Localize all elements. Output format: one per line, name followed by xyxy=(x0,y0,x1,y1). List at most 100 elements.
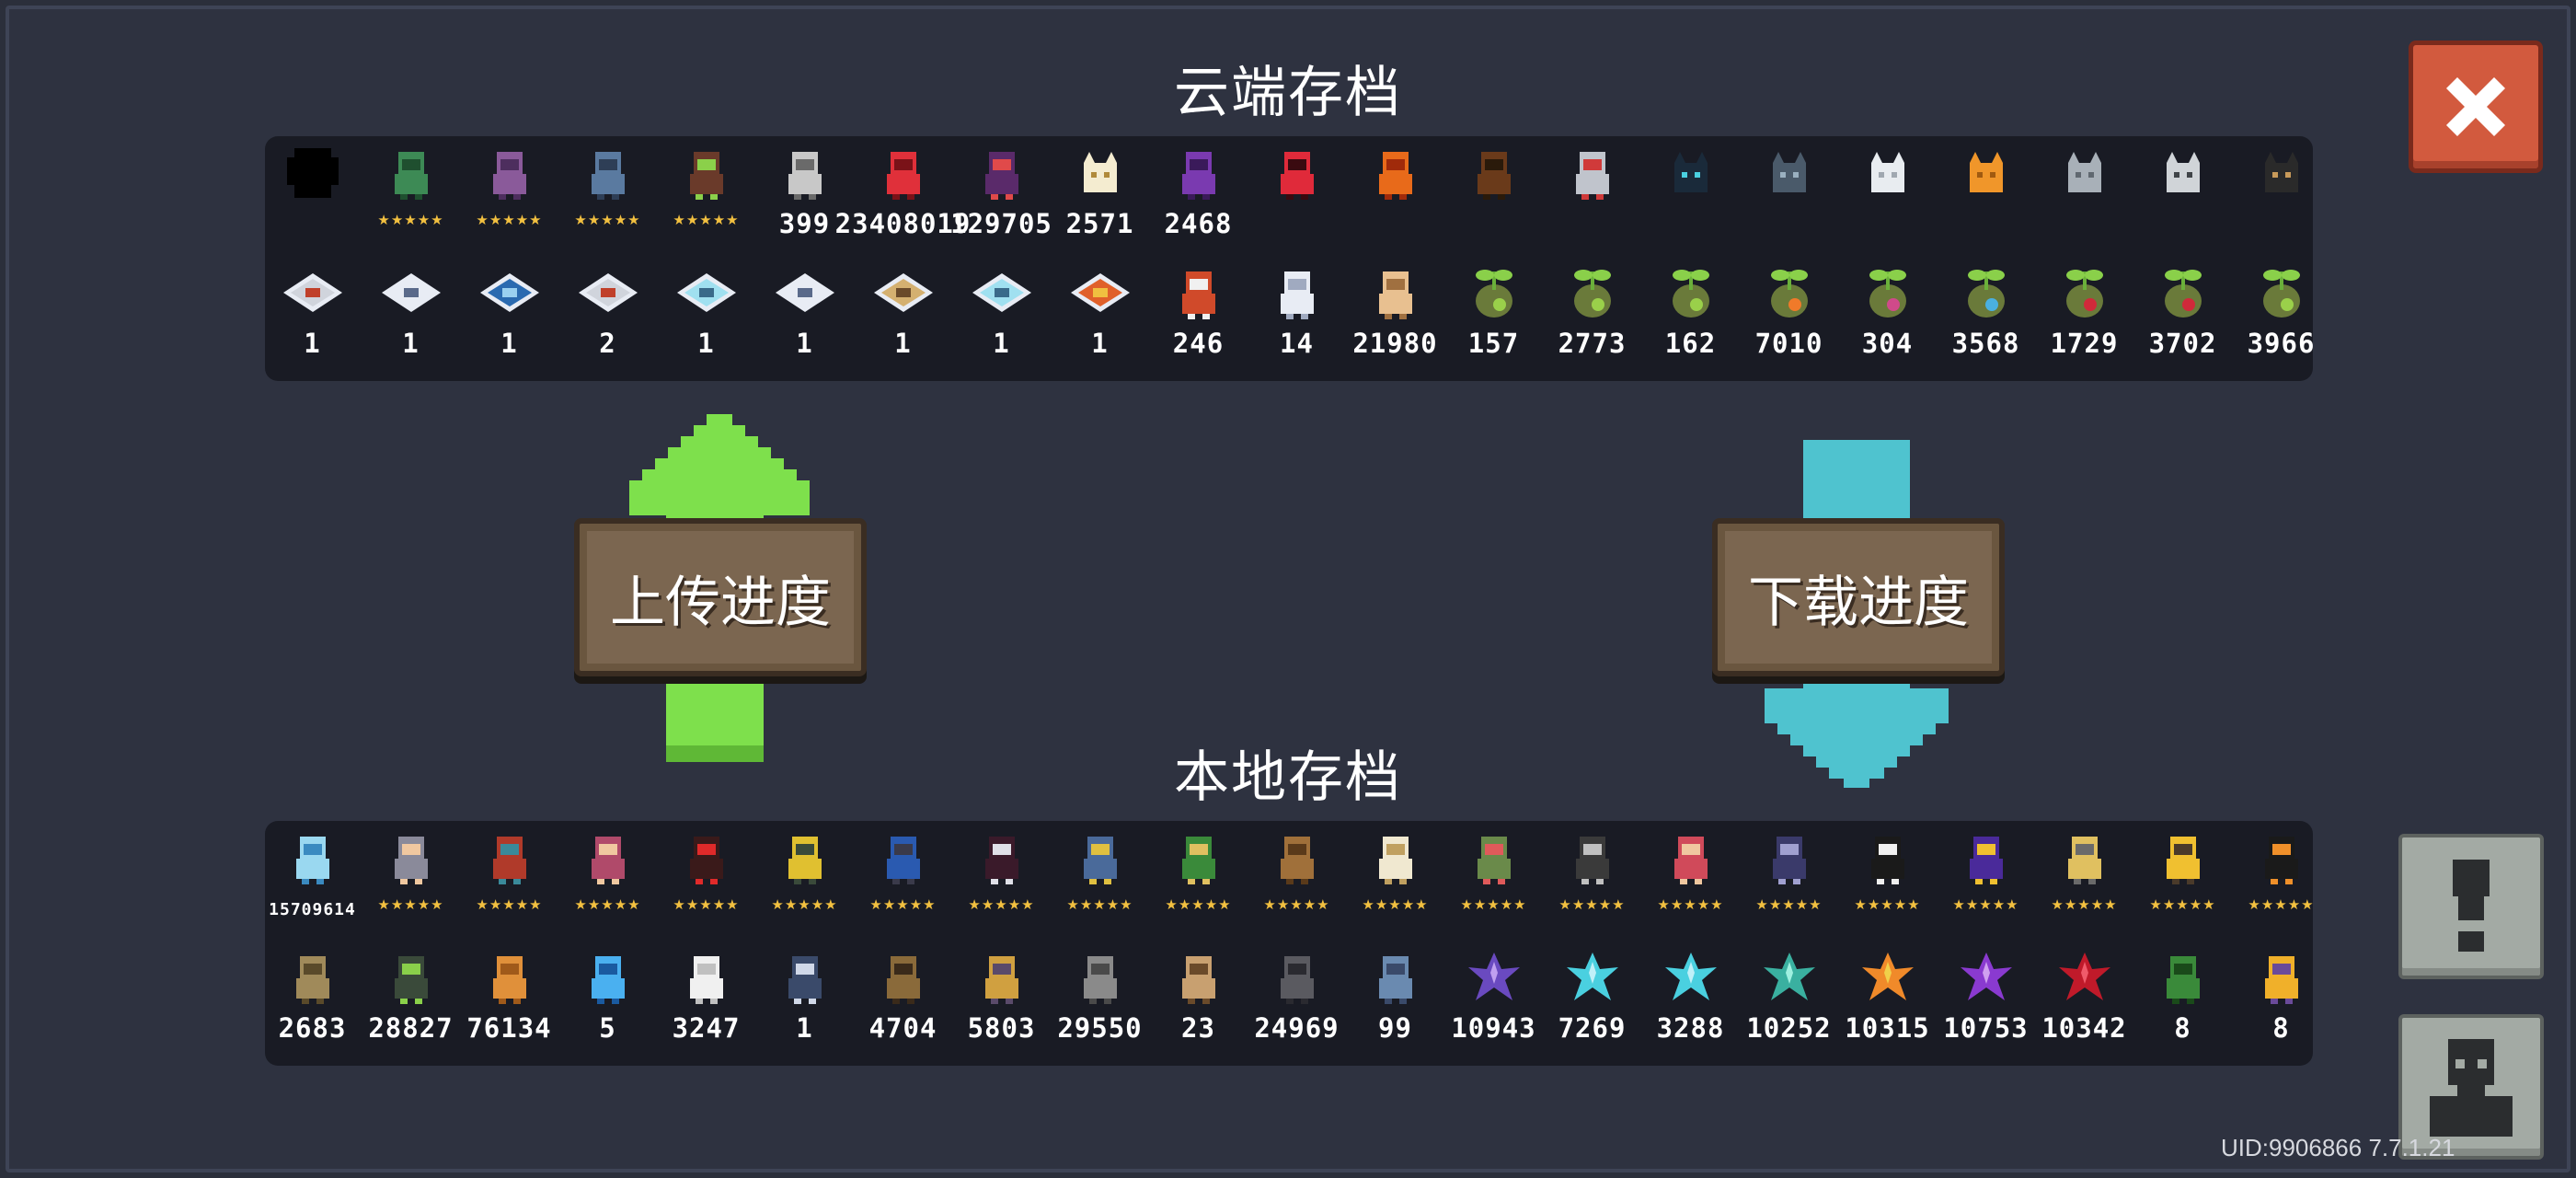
inventory-slot: 1 xyxy=(755,944,854,1064)
star-rating: ★★★★★ xyxy=(869,896,937,913)
energy-card-icon xyxy=(1164,263,1234,322)
inventor-icon xyxy=(2148,828,2218,887)
star-rating: ★★★★★ xyxy=(1558,896,1626,913)
close-button[interactable] xyxy=(2409,40,2543,173)
blueprint-orange-icon xyxy=(1065,263,1135,322)
uid-version-text: UID:9906866 7.7.1.21 xyxy=(2221,1134,2455,1161)
inventory-slot: 10252 xyxy=(1740,944,1838,1064)
inventory-slot: 5803 xyxy=(952,944,1051,1064)
item-count: 1 xyxy=(402,328,420,359)
inventory-slot: ★★★★★ xyxy=(460,825,558,944)
item-count: 10342 xyxy=(2041,1012,2127,1044)
star-rating: ★★★★★ xyxy=(476,212,543,228)
inventory-slot: 5 xyxy=(558,944,657,1064)
inventory-slot: 23408019 xyxy=(835,140,970,260)
account-button[interactable] xyxy=(2398,1014,2544,1160)
purple-orb-icon xyxy=(1164,144,1234,202)
inventory-slot: 24969 xyxy=(1248,944,1346,1064)
item-count: 29550 xyxy=(1057,1012,1143,1044)
item-count: 162 xyxy=(1664,328,1717,359)
green-safe-icon xyxy=(376,144,446,202)
inventory-slot: ★★★★★ xyxy=(362,825,460,944)
inventory-slot: ★★★★★ xyxy=(558,825,657,944)
close-icon xyxy=(2446,77,2505,136)
star-rating: ★★★★★ xyxy=(1755,896,1823,913)
item-count: 1 xyxy=(796,328,813,359)
gold-sandal-icon xyxy=(967,948,1037,1007)
inventory-slot: 129705 xyxy=(950,140,1052,260)
inventory-slot: 10753 xyxy=(1937,944,2035,1064)
item-count: 1 xyxy=(796,1012,813,1044)
blue-orb-icon xyxy=(573,948,643,1007)
inventory-slot: 246 xyxy=(1149,260,1248,379)
star-rating: ★★★★★ xyxy=(968,896,1035,913)
blueprint-white-icon xyxy=(770,263,840,322)
witch-icon xyxy=(573,828,643,887)
inventory-slot: 1 xyxy=(265,260,362,379)
inventory-slot: 21980 xyxy=(1346,260,1444,379)
inventory-slot: ★★★★★ xyxy=(1444,825,1543,944)
inventory-slot: ★★★★★ xyxy=(755,825,854,944)
inventory-slot: 3247 xyxy=(657,944,755,1064)
inventory-slot: ★★★★★ xyxy=(952,825,1051,944)
inventory-slot: 4704 xyxy=(854,944,952,1064)
upload-progress-button[interactable]: 上传进度 xyxy=(574,518,867,676)
dog-icon xyxy=(2247,144,2314,202)
fire-crab-icon xyxy=(1361,144,1431,202)
inventory-slot: 157 xyxy=(1444,260,1543,379)
certificate-icon xyxy=(1065,144,1135,202)
local-save-title: 本地存档 xyxy=(1174,745,1402,810)
inventory-slot: 99 xyxy=(1346,944,1444,1064)
seed-blue-icon xyxy=(1951,263,2021,322)
inventory-slot: 76134 xyxy=(460,944,558,1064)
item-count: 2571 xyxy=(1065,208,1134,239)
item-count: 2773 xyxy=(1558,328,1627,359)
cloud-save-title: 云端存档 xyxy=(1174,61,1402,125)
star-rating: ★★★★★ xyxy=(574,896,641,913)
elf-icon xyxy=(1164,828,1234,887)
wood-plank-icon xyxy=(1361,263,1431,322)
inventory-slot: 1 xyxy=(1051,260,1149,379)
red-blob-icon xyxy=(868,144,938,202)
inventory-slot: 399 xyxy=(755,140,854,260)
item-count: 1 xyxy=(993,328,1010,359)
orange-crystal-icon xyxy=(1853,948,1923,1007)
star-rating: ★★★★★ xyxy=(1952,896,2019,913)
item-count: 2468 xyxy=(1164,208,1233,239)
item-count: 5803 xyxy=(967,1012,1036,1044)
silhouette-icon xyxy=(278,144,348,202)
sack-icon xyxy=(672,948,742,1007)
scroll-map-icon xyxy=(1164,948,1234,1007)
alchemist-icon xyxy=(2050,828,2120,887)
star-rating: ★★★★★ xyxy=(2051,896,2118,913)
seed-sprout-icon xyxy=(1656,263,1726,322)
inventory-slot xyxy=(1740,140,1838,260)
item-count: 23 xyxy=(1181,1012,1215,1044)
gems-icon xyxy=(278,828,348,887)
inventory-slot: 28827 xyxy=(362,944,460,1064)
feather-icon xyxy=(1262,263,1332,322)
person-silhouette-icon xyxy=(2430,1039,2513,1137)
star-rating: ★★★★★ xyxy=(476,896,543,913)
item-count: 7010 xyxy=(1754,328,1823,359)
robot-cart-icon xyxy=(1558,144,1627,202)
inventory-slot: ★★★★★ xyxy=(2133,825,2232,944)
item-count: 10252 xyxy=(1746,1012,1832,1044)
battery-icon xyxy=(376,948,446,1007)
item-count: 8 xyxy=(2174,1012,2191,1044)
item-count: 24969 xyxy=(1254,1012,1340,1044)
inventory-slot: 10315 xyxy=(1838,944,1937,1064)
item-count: 1729 xyxy=(2050,328,2119,359)
inventory-slot: 2571 xyxy=(1051,140,1149,260)
item-count: 28827 xyxy=(368,1012,454,1044)
item-count: 1 xyxy=(894,328,912,359)
item-count: 4704 xyxy=(868,1012,937,1044)
purple-crate-icon xyxy=(475,144,545,202)
notice-button[interactable] xyxy=(2398,834,2544,979)
inventory-slot: 14 xyxy=(1248,260,1346,379)
download-progress-button[interactable]: 下载进度 xyxy=(1712,518,2005,676)
star-rating: ★★★★★ xyxy=(1657,896,1724,913)
priest-icon xyxy=(1361,828,1431,887)
necromancer-icon xyxy=(1754,828,1824,887)
item-count: 1 xyxy=(1091,328,1109,359)
